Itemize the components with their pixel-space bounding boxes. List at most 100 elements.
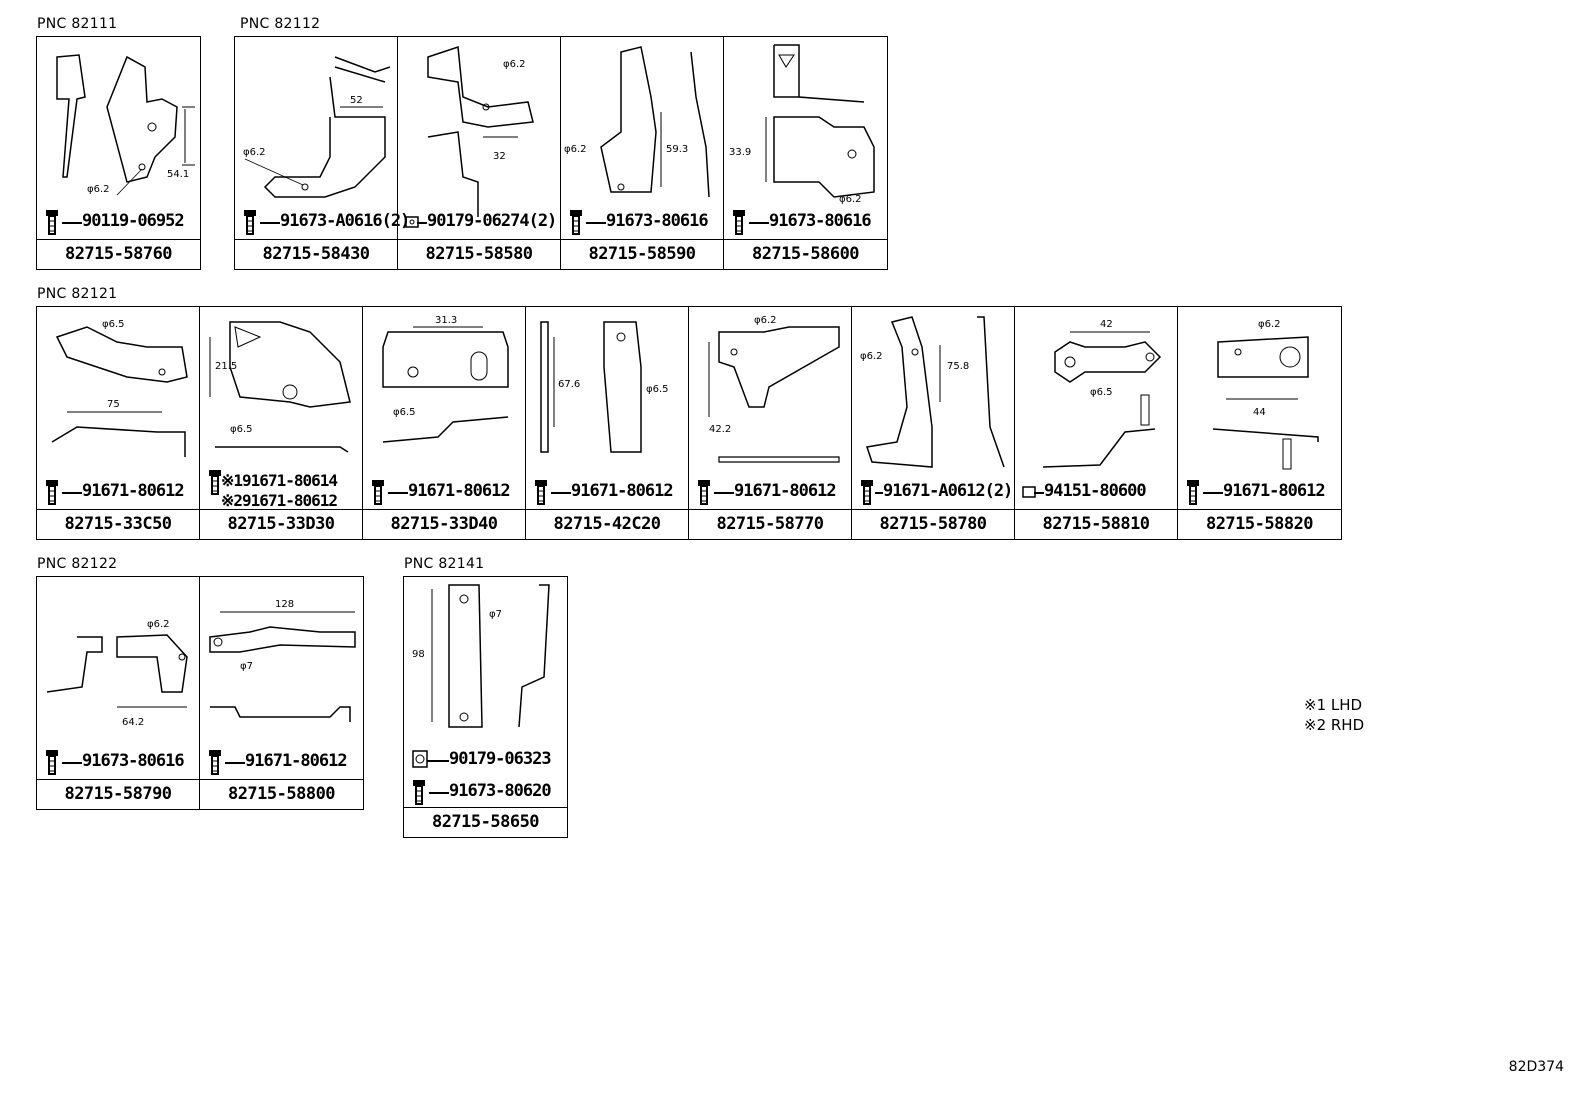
part-number[interactable]: 82715-58430 [235,239,397,269]
part-number[interactable]: 82715-58800 [200,779,363,809]
part-drawing: 75.8 φ6.2 [860,316,1005,468]
part-cell[interactable]: 59.3 φ6.2 91673-80616 82715-58590 [561,37,724,269]
part-cell[interactable]: φ6.2 64.2 91673-80616 82715-58790 [37,577,200,809]
bolt-row: 91673-80620 [409,779,567,805]
dim-label: 42 [1100,319,1113,330]
part-number[interactable]: 82715-58810 [1015,509,1177,539]
part-cell[interactable]: φ6.2 32 90179-06274(2) 82715-58580 [398,37,561,269]
part-cell[interactable]: 75.8 φ6.2 91671-A0612(2) 82715-58780 [852,307,1015,539]
bolt-row: ※291671-80612 [205,489,363,515]
dim-label: 32 [493,151,506,162]
part-cell[interactable]: 75 φ6.5 91671-80612 82715-33C50 [37,307,200,539]
part-number[interactable]: 82715-33D30 [200,509,362,539]
flange-bolt-icon [209,750,221,775]
bolt-part-number: 91671-80612 [571,481,674,501]
dim-label: 98 [412,649,425,660]
part-cell[interactable]: 67.6 φ6.5 91671-80612 82715-42C20 [526,307,689,539]
part-number[interactable]: 82715-58770 [689,509,851,539]
pnc-label-82111: PNC 82111 [37,16,118,32]
part-cell[interactable]: 98 φ7 90179-06323 91673-80620 82715-5865… [404,577,567,837]
bolt-row: 94151-80600 [1020,479,1178,505]
bolt-part-number: 91671-80612 [82,481,185,501]
bolt-row: 90179-06274(2) [403,209,561,235]
part-group-82112: 52 φ6.2 91673-A0616(2) 82715-58430 φ6.2 … [234,36,888,270]
part-cell[interactable]: 52 φ6.2 91673-A0616(2) 82715-58430 [235,37,410,269]
flange-bolt-icon [46,210,58,235]
part-cell[interactable]: 128 φ7 91671-80612 82715-58800 [200,577,363,809]
part-cell[interactable]: 31.3 φ6.5 91671-80612 82715-33D40 [363,307,526,539]
dim-label: 64.2 [122,717,144,728]
part-cell[interactable]: 21.5 φ6.5 ※191671-80614 ※291671-80612 82… [200,307,363,539]
part-drawing: 33.9 φ6.2 [729,44,875,205]
flange-bolt-icon [535,480,547,505]
bolt-part-number: 91673-80620 [449,781,552,801]
pnc-label-82112: PNC 82112 [240,16,321,32]
dim-label: 128 [275,599,294,610]
bolt-part-number: ※291671-80612 [221,491,338,510]
part-drawing: 21.5 φ6.5 [209,321,351,453]
part-number[interactable]: 82715-58780 [852,509,1014,539]
dim-label: φ6.2 [839,194,862,205]
dim-label: φ6.2 [147,619,170,630]
flange-bolt-icon [1187,480,1199,505]
diagram-code: 82D374 [1508,1059,1564,1075]
part-number[interactable]: 82715-58580 [398,239,560,269]
part-number[interactable]: 82715-58820 [1178,509,1341,539]
dim-label: 21.5 [215,361,237,372]
part-number[interactable]: 82715-58600 [724,239,887,269]
part-drawing: φ6.2 32 [427,45,534,217]
part-number[interactable]: 82715-58650 [404,807,567,837]
flange-bolt-icon [861,480,873,505]
part-number[interactable]: 82715-58790 [37,779,199,809]
bolt-part-number: 94151-80600 [1044,481,1147,501]
part-cell[interactable]: 42.2 φ6.2 91671-80612 82715-58770 [689,307,852,539]
dim-label: φ6.2 [87,184,110,195]
dim-label: φ6.5 [1090,387,1113,398]
bolt-row: 91671-80612 [368,479,526,505]
dim-label: φ6.2 [564,144,587,155]
flange-bolt-icon [46,480,58,505]
dim-label: 52 [350,95,363,106]
bolt-row: 91673-80616 [729,209,887,235]
part-number[interactable]: 82715-58590 [561,239,723,269]
part-number[interactable]: 82715-42C20 [526,509,688,539]
pnc-label-82122: PNC 82122 [37,556,118,572]
dim-label: φ7 [240,661,253,672]
part-number[interactable]: 82715-58760 [37,239,200,269]
bolt-row: 91671-A0612(2) [857,479,1015,505]
dim-label: φ6.2 [860,351,883,362]
bolt-row: 91671-80612 [694,479,852,505]
flange-bolt-icon [570,210,582,235]
bolt-part-number: 91671-80612 [1223,481,1326,501]
part-group-82111: φ6.2 54.1 90119-06952 82715-58760 [36,36,201,270]
part-drawing: 98 φ7 [412,584,550,728]
part-number[interactable]: 82715-33D40 [363,509,525,539]
flange-bolt-icon [209,470,221,495]
bolt-row: 91671-80612 [1183,479,1341,505]
part-cell[interactable]: φ6.2 54.1 90119-06952 82715-58760 [37,37,200,269]
note-lhd: ※1 LHD [1304,696,1363,714]
part-group-82122: φ6.2 64.2 91673-80616 82715-58790 128 φ7… [36,576,364,810]
part-drawing: 42 φ6.5 [1042,319,1162,468]
part-group-82121: 75 φ6.5 91671-80612 82715-33C50 21.5 φ6.… [36,306,1342,540]
bolt-part-number: 91673-80616 [606,211,709,231]
bolt-part-number: 91673-A0616(2) [280,211,410,231]
part-cell[interactable]: 42 φ6.5 94151-80600 82715-58810 [1015,307,1178,539]
dim-label: φ6.5 [230,424,253,435]
dim-label: 67.6 [558,379,580,390]
bolt-row: 91671-80612 [531,479,689,505]
part-number[interactable]: 82715-33C50 [37,509,199,539]
bolt-part-number: 91671-A0612(2) [883,481,1013,501]
part-cell[interactable]: 44 φ6.2 91671-80612 82715-58820 [1178,307,1341,539]
dim-label: φ6.2 [754,315,777,326]
washer-icon [412,750,428,768]
bolt-row: 90119-06952 [42,209,200,235]
part-drawing: 67.6 φ6.5 [540,321,669,453]
part-drawing: 128 φ7 [209,599,356,722]
bolt-part-number: ※191671-80614 [221,471,338,490]
part-drawing: 31.3 φ6.5 [382,315,509,443]
part-cell[interactable]: 33.9 φ6.2 91673-80616 82715-58600 [724,37,887,269]
dim-label: φ6.2 [243,147,266,158]
dim-label: φ6.5 [646,384,669,395]
flange-bolt-icon [413,780,425,805]
